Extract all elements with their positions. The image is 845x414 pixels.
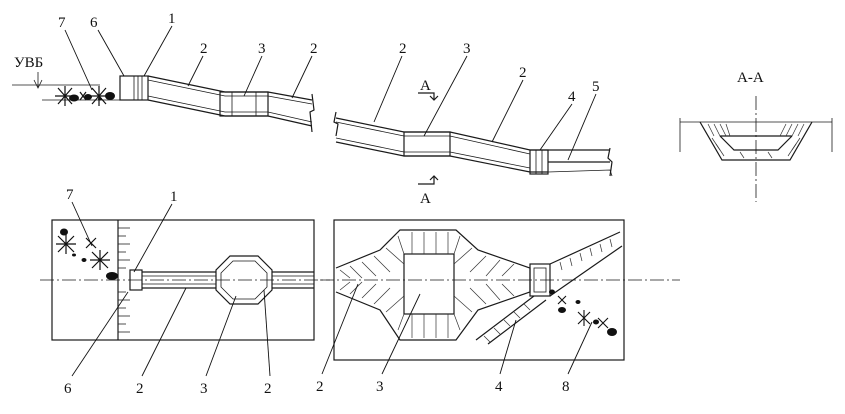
- section-a-top-label: А: [420, 78, 431, 94]
- vegetation-plan-downstream: [557, 295, 609, 329]
- callout-bottom-7: 7: [66, 187, 74, 203]
- vegetation-plan-upstream: [56, 234, 110, 270]
- section-mark-bottom: [418, 176, 435, 185]
- channel-outer: [699, 121, 813, 161]
- callout-bottom-3b: 3: [376, 379, 384, 395]
- uvb-label: УВБ: [14, 55, 43, 71]
- break-line-right: [309, 93, 315, 133]
- callout-bottom-4: 4: [495, 379, 503, 395]
- water-level-arrowhead: [33, 79, 43, 89]
- callout-top-4: 4: [568, 89, 576, 105]
- vegetation-symbols-upstream: [55, 86, 109, 106]
- callout-bottom-6: 6: [64, 381, 72, 397]
- break-line-left: [333, 111, 339, 137]
- outlet-head: [529, 149, 549, 175]
- culvert-bottom: [147, 99, 313, 127]
- callout-top-2a: 2: [200, 41, 208, 57]
- culvert-inner-top: [147, 79, 313, 105]
- callout-top-1: 1: [168, 11, 176, 27]
- plan-frame-right: [333, 219, 625, 361]
- intermediate-well-2: [403, 131, 451, 157]
- callout-top-2c: 2: [399, 41, 407, 57]
- channel-inner: [719, 135, 793, 151]
- plan-view-left: [40, 219, 330, 341]
- callout-top-3b: 3: [463, 41, 471, 57]
- callout-top-6: 6: [90, 15, 98, 31]
- callout-top-2b: 2: [310, 41, 318, 57]
- callout-bottom-2b: 2: [264, 381, 272, 397]
- culvert-inner-bottom: [147, 95, 313, 123]
- section-mark-top: [418, 92, 435, 100]
- label-group: УВБ А А А-А 7 6 1 2 3 2 2 3 2 4 5 7 1 6 …: [14, 11, 764, 397]
- callout-bottom-1: 1: [170, 189, 178, 205]
- callout-bottom-8: 8: [562, 379, 570, 395]
- stone-fill-plan-downstream: [549, 289, 617, 336]
- section-hatching: [707, 123, 805, 159]
- section-a-bottom-label: А: [420, 191, 431, 207]
- callout-bottom-2c: 2: [316, 379, 324, 395]
- stone-fill-plan-upstream: [60, 228, 118, 280]
- plan-view-right: [320, 219, 680, 361]
- callout-bottom-2a: 2: [136, 381, 144, 397]
- cross-section-aa: [679, 96, 833, 202]
- apron-lower: [475, 295, 547, 345]
- section-aa-title: А-А: [737, 70, 764, 86]
- profile-view-right: [333, 92, 613, 185]
- plan-well-octagon: [215, 255, 273, 305]
- intermediate-well: [219, 91, 269, 117]
- callout-top-7: 7: [58, 15, 66, 31]
- callout-bottom-3a: 3: [200, 381, 208, 397]
- scale-ticks-left: [118, 227, 130, 333]
- basin-inner: [403, 253, 455, 315]
- leader-lines: [64, 25, 597, 377]
- profile-view-left: [12, 72, 315, 133]
- apron-hatching: [483, 303, 531, 343]
- basin-outer: [335, 229, 531, 341]
- callout-top-2d: 2: [519, 65, 527, 81]
- basin-hatching: [339, 232, 515, 338]
- outlet-channel-plan: [549, 231, 623, 297]
- callout-top-5: 5: [592, 79, 600, 95]
- callout-top-3a: 3: [258, 41, 266, 57]
- outlet-hatching: [559, 238, 613, 271]
